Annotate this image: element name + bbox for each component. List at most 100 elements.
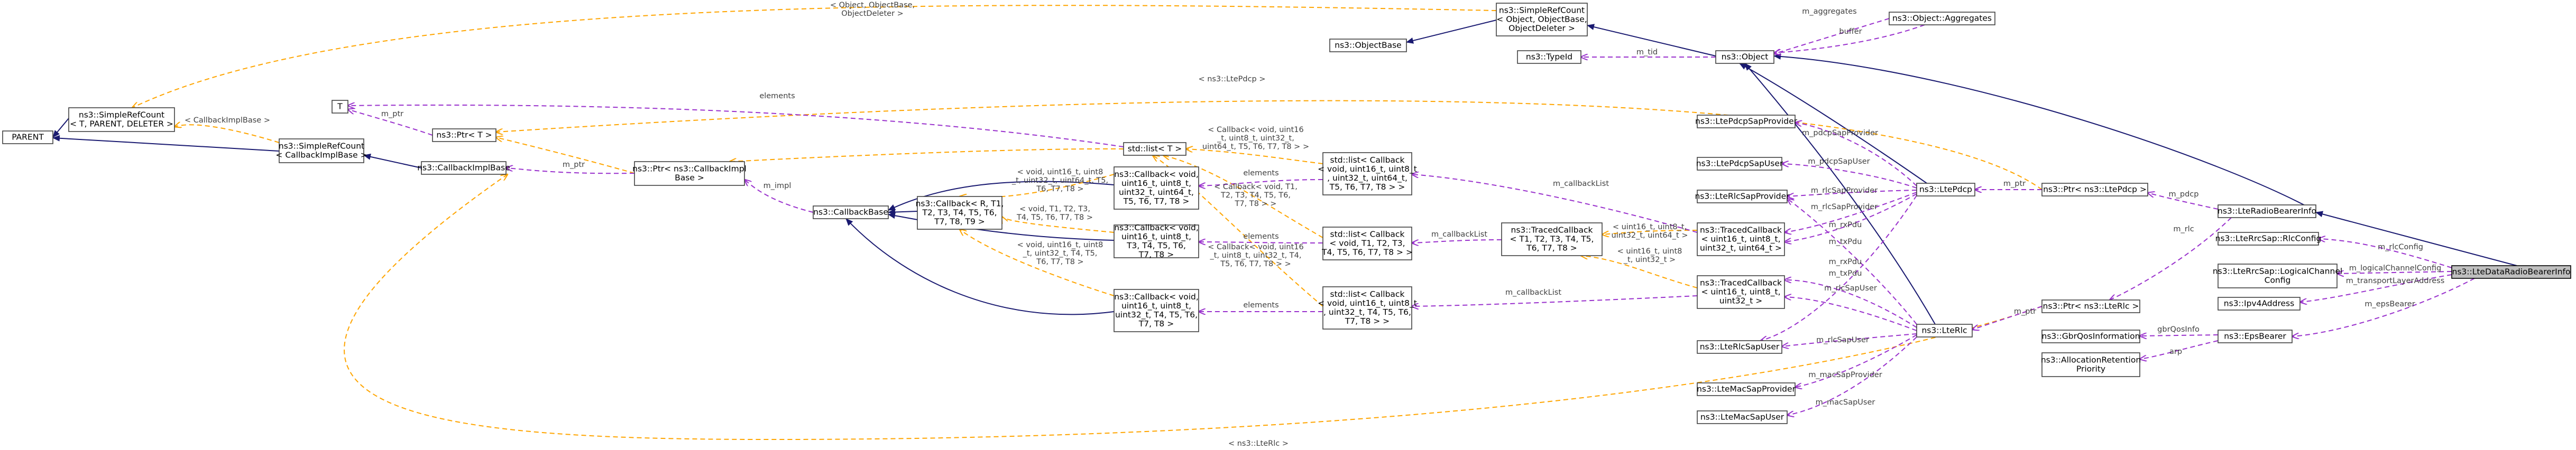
edge-label-rxpdu: m_rxPdu bbox=[1829, 221, 1862, 229]
inherit-edge-8 bbox=[1587, 24, 1716, 57]
edge-label-lcc: m_logicalChannelConfig bbox=[2349, 264, 2441, 273]
class-node-label: T bbox=[337, 102, 343, 111]
inherit-edge-2 bbox=[363, 153, 422, 168]
class-node-ptrT[interactable]: ns3::Ptr< T > bbox=[432, 128, 496, 142]
class-node-rlcsp[interactable]: ns3::LteRlcSapProvider bbox=[1695, 190, 1790, 203]
class-node-box bbox=[1322, 227, 1412, 260]
class-node-drb[interactable]: ns3::LteDataRadioBearerInfo bbox=[2451, 265, 2571, 279]
class-node-label: PARENT bbox=[12, 133, 44, 142]
class-node-macsp[interactable]: ns3::LteMacSapProvider bbox=[1697, 382, 1796, 396]
member-edge-cblist2 bbox=[1412, 239, 1502, 243]
class-node-list-a[interactable]: std::list< Callback< void, uint16_t, uin… bbox=[1318, 152, 1417, 195]
class-node-label: ns3::Object::Aggregates bbox=[1892, 14, 1992, 23]
class-node-typeid[interactable]: ns3::TypeId bbox=[1517, 50, 1581, 64]
edge-label-ptr: m_ptr bbox=[381, 110, 403, 118]
edge-label-arp: arp bbox=[2169, 348, 2182, 356]
class-node-box bbox=[2041, 352, 2140, 377]
class-node-pdcp[interactable]: ns3::LtePdcp bbox=[1916, 183, 1975, 196]
class-node-cib[interactable]: ns3::CallbackImplBase bbox=[417, 161, 510, 175]
edge-label-impl: m_impl bbox=[763, 182, 792, 190]
class-node-label: ns3::LtePdcp bbox=[1919, 185, 1972, 194]
class-node-macsu[interactable]: ns3::LteMacSapUser bbox=[1697, 410, 1788, 424]
member-edge-impl bbox=[744, 180, 814, 213]
class-node-tcb-a[interactable]: ns3::TracedCallback< uint16_t, uint8_t,u… bbox=[1697, 222, 1785, 256]
class-node-ptr-pdcp[interactable]: ns3::Ptr< ns3::LtePdcp > bbox=[2041, 183, 2148, 196]
class-node-stdlistT[interactable]: std::list< T > bbox=[1123, 142, 1186, 156]
class-node-parent[interactable]: PARENT bbox=[2, 130, 53, 144]
class-node-ipv4[interactable]: ns3::Ipv4Address bbox=[2218, 297, 2301, 311]
edge-label-elements2: elements bbox=[1243, 169, 1278, 177]
edge-label-buffer: buffer bbox=[1839, 27, 1862, 36]
class-node-cb-void-a[interactable]: ns3::Callback< void,uint16_t, uint8_t,ui… bbox=[1114, 166, 1199, 210]
class-node-label: ns3::TracedCallback< uint16_t, uint8_t,u… bbox=[1700, 278, 1782, 306]
member-edge-txpdu bbox=[1784, 193, 1917, 242]
class-node-sref-obj[interactable]: ns3::SimpleRefCount< Object, ObjectBase,… bbox=[1496, 3, 1588, 36]
member-edge-rlcsu2 bbox=[1782, 333, 1917, 346]
class-node-label: ns3::Callback< void,uint16_t, uint8_t,ui… bbox=[1114, 170, 1199, 206]
edge-label-txpdu: m_txPdu bbox=[1829, 238, 1862, 246]
class-node-cb-void-c[interactable]: ns3::Callback< void,uint16_t, uint8_t,ui… bbox=[1114, 289, 1199, 332]
class-node-box bbox=[2218, 330, 2293, 343]
class-node-cb-r[interactable]: ns3::Callback< R, T1,T2, T3, T4, T5, T6,… bbox=[916, 196, 1004, 230]
class-node-pdcpsu[interactable]: ns3::LtePdcpSapUser bbox=[1696, 157, 1783, 171]
class-node-rlccfg[interactable]: ns3::LteRrcSap::RlcConfig bbox=[2215, 232, 2322, 246]
class-node-tcb[interactable]: ns3::TracedCallback< T1, T2, T3, T4, T5,… bbox=[1501, 222, 1603, 256]
class-node-sref-tpd[interactable]: ns3::SimpleRefCount< T, PARENT, DELETER … bbox=[68, 107, 175, 132]
class-node-eps[interactable]: ns3::EpsBearer bbox=[2218, 330, 2293, 343]
class-node-cb-void-b[interactable]: ns3::Callback< void,uint16_t, uint8_t,T3… bbox=[1114, 223, 1199, 259]
class-node-box bbox=[1697, 382, 1796, 396]
class-node-objbase[interactable]: ns3::ObjectBase bbox=[1329, 39, 1407, 52]
class-node-label: ns3::SimpleRefCount< Object, ObjectBase,… bbox=[1496, 6, 1587, 33]
edge-label-sref-obj: < Object, ObjectBase,ObjectDeleter > bbox=[830, 1, 915, 18]
class-node-label: ns3::CallbackBase bbox=[813, 208, 888, 217]
edge-label-rxpdu2: m_rxPdu bbox=[1829, 258, 1862, 266]
class-node-rbinfo[interactable]: ns3::LteRadioBearerInfo bbox=[2218, 204, 2316, 218]
class-node-label: ns3::EpsBearer bbox=[2224, 332, 2286, 341]
edge-label-elements4: elements bbox=[1243, 301, 1278, 310]
edge-label-rlcsu: m_rlcSapUser bbox=[1824, 284, 1877, 293]
class-node-box bbox=[1322, 286, 1412, 330]
class-node-box bbox=[813, 205, 889, 219]
class-node-rlc[interactable]: ns3::LteRlc bbox=[1916, 324, 1973, 338]
class-node-label: ns3::ObjectBase bbox=[1335, 41, 1401, 50]
edge-label-cblist3: m_callbackList bbox=[1505, 288, 1561, 297]
class-node-object[interactable]: ns3::Object bbox=[1715, 50, 1774, 64]
edge-label-pdcpsu: m_pdcpSapUser bbox=[1808, 157, 1870, 166]
class-node-box bbox=[1697, 157, 1782, 171]
class-node-list-c[interactable]: std::list< Callback< void, uint16_t, uin… bbox=[1318, 286, 1417, 330]
member-edge-elements1 bbox=[348, 105, 1124, 147]
edge-label-cbv-b2: < Callback< void, T1,T2, T3, T4, T5, T6,… bbox=[1214, 183, 1298, 208]
edge-label-cbv-c2: < Callback< void, uint16_t, uint8_t, uin… bbox=[1208, 243, 1304, 268]
edge-label-ptr2: m_ptr bbox=[563, 161, 585, 169]
member-edge-macsp bbox=[1795, 334, 1917, 387]
class-node-box bbox=[1889, 12, 1995, 25]
member-edge-rlccfg bbox=[2319, 239, 2452, 268]
class-node-box bbox=[917, 196, 1002, 230]
template-edge-cbv-b2 bbox=[1163, 155, 1323, 238]
class-node-tcb-b[interactable]: ns3::TracedCallback< uint16_t, uint8_t,u… bbox=[1697, 275, 1785, 309]
class-node-cbbase[interactable]: ns3::CallbackBase bbox=[813, 205, 889, 219]
member-edge-rlcsp bbox=[1787, 190, 1917, 196]
class-node-sref-cib[interactable]: ns3::SimpleRefCount< CallbackImplBase > bbox=[275, 138, 367, 163]
class-node-label: ns3::LteRlc bbox=[1921, 326, 1967, 335]
member-edge-ptr bbox=[348, 109, 433, 136]
class-node-aggr[interactable]: ns3::Object::Aggregates bbox=[1889, 12, 1995, 25]
class-node-T[interactable]: T bbox=[332, 100, 348, 114]
class-node-qos[interactable]: ns3::GbrQosInformation bbox=[2041, 330, 2140, 343]
member-edge-tla bbox=[2300, 274, 2452, 302]
class-node-ptr-rlc[interactable]: ns3::Ptr< ns3::LteRlc > bbox=[2041, 299, 2140, 313]
class-node-rlcsu[interactable]: ns3::LteRlcSapUser bbox=[1697, 340, 1782, 354]
class-node-label: ns3::LteMacSapUser bbox=[1700, 412, 1784, 422]
member-edge-rxpdu bbox=[1784, 192, 1917, 232]
class-node-box bbox=[68, 107, 175, 132]
class-node-list-b[interactable]: std::list< Callback< void, T1, T2, T3,T4… bbox=[1321, 227, 1413, 260]
edge-label-rlcsp: m_rlcSapProvider bbox=[1811, 186, 1878, 195]
class-node-box bbox=[1329, 39, 1407, 52]
class-node-pdcpsp[interactable]: ns3::LtePdcpSapProvider bbox=[1695, 115, 1798, 128]
class-node-label: ns3::CallbackImplBase bbox=[417, 163, 510, 173]
